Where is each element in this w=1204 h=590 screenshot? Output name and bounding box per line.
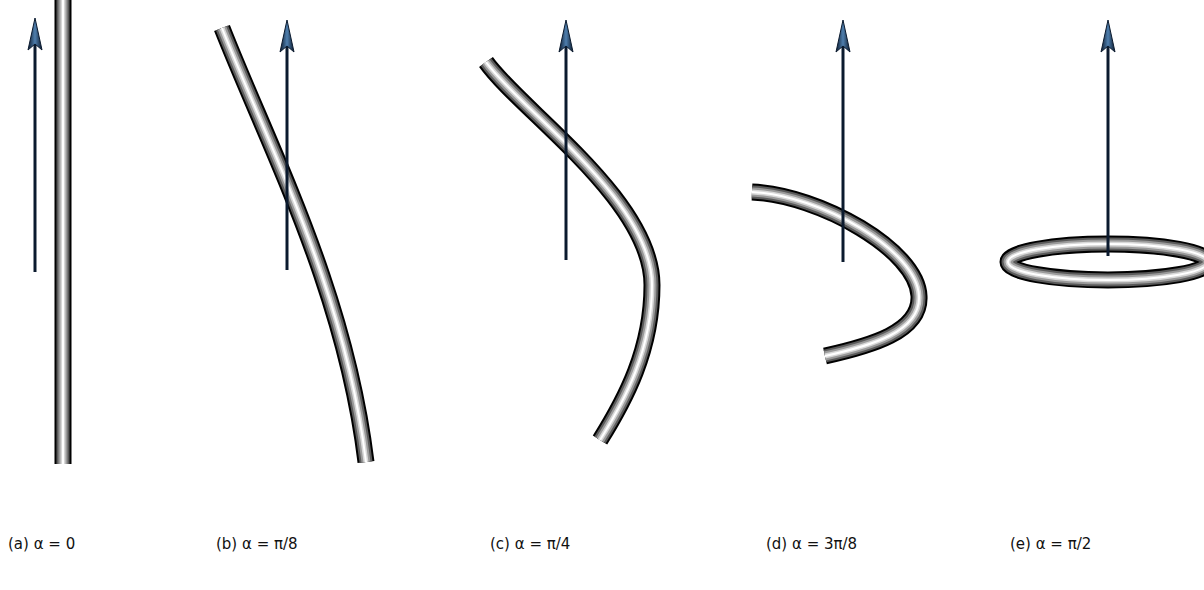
- rod-tube: [222, 28, 366, 462]
- rod-tube: [1008, 244, 1204, 280]
- rod-tube: [1008, 244, 1204, 280]
- rod-tube: [222, 28, 366, 462]
- rod-tube: [486, 62, 652, 440]
- rod-tube: [752, 192, 919, 356]
- caption-label: (d) α = 3π/8: [766, 535, 857, 553]
- axis-arrow: [1107, 40, 1110, 256]
- arrow-head: [280, 20, 294, 52]
- rod-tube: [1008, 244, 1204, 280]
- arrow-head: [559, 20, 573, 52]
- rod-tube: [59, 0, 68, 464]
- axis-arrow: [842, 40, 845, 262]
- rod-tube: [1008, 244, 1204, 280]
- caption-label: (a) α = 0: [8, 535, 75, 553]
- rod-tube: [486, 62, 652, 440]
- arrow-head: [1101, 20, 1115, 52]
- rod-tube: [57, 0, 70, 464]
- rod-tube: [752, 192, 919, 356]
- axis-arrow: [565, 40, 568, 260]
- rod-tube: [55, 0, 72, 464]
- rod-tube: [61, 0, 66, 464]
- rod-tube: [62, 0, 64, 464]
- rod-tube: [222, 28, 366, 462]
- axis-arrow: [286, 40, 289, 270]
- axis-arrow: [34, 38, 37, 272]
- caption-label: (e) α = π/2: [1010, 535, 1091, 553]
- rod-tube: [752, 192, 919, 356]
- rod-tube: [222, 28, 366, 462]
- arrow-head: [28, 18, 42, 50]
- rod-tube: [486, 62, 652, 440]
- rod-tube: [486, 62, 652, 440]
- rod-tube: [752, 192, 919, 356]
- caption-label: (c) α = π/4: [490, 535, 570, 553]
- caption-label: (b) α = π/8: [216, 535, 298, 553]
- rod-tube: [222, 28, 366, 462]
- rod-tube: [486, 62, 652, 440]
- rod-tube: [1008, 244, 1204, 280]
- arrow-head: [836, 20, 850, 52]
- rod-tube: [752, 192, 919, 356]
